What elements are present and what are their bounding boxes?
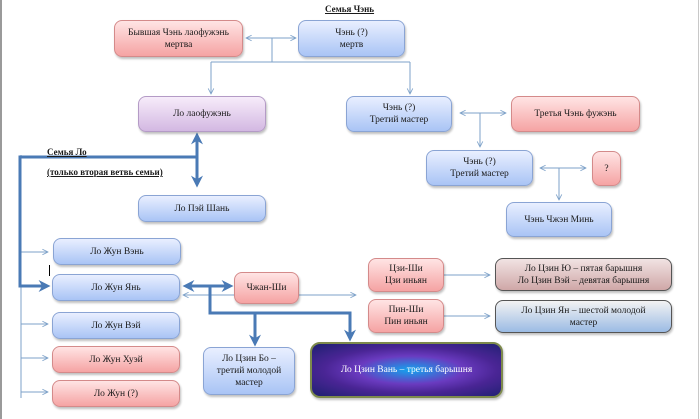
node-lo-tszin-yu-vei[interactable]: Ло Цзин Ю – пятая барышня Ло Цзин Вэй – … bbox=[495, 258, 672, 291]
node-former-chen-laofuzhen[interactable]: Бывшая Чэнь лаофужэнь мертва bbox=[114, 20, 243, 57]
text-cursor bbox=[49, 265, 50, 276]
node-text: Ло Пэй Шань bbox=[174, 203, 230, 214]
node-lo-zhun-ven[interactable]: Ло Жун Вэнь bbox=[53, 238, 181, 265]
node-text: мастер bbox=[235, 378, 263, 388]
node-text: Ло Жун Вэй bbox=[91, 320, 141, 331]
node-chen-zhen-min[interactable]: Чэнь Чжэн Минь bbox=[506, 202, 612, 237]
node-unknown[interactable]: ? bbox=[592, 151, 621, 186]
thick-line-lo-parents-to-zhun-yan bbox=[18, 155, 197, 292]
node-lo-laofuzhen[interactable]: Ло лаофужэнь bbox=[138, 96, 266, 132]
node-text: Бывшая Чэнь лаофужэнь bbox=[128, 27, 229, 38]
node-lo-tszin-van[interactable]: Ло Цзин Вань – третья барышня bbox=[310, 342, 503, 398]
node-text: мертва bbox=[164, 39, 193, 50]
node-text: Пин-Ши bbox=[388, 305, 424, 315]
node-text: Ло Жун Янь bbox=[91, 282, 141, 293]
node-text: Цзи иньян bbox=[384, 276, 428, 286]
lo-family-note: (только вторая ветвь семьи) bbox=[47, 167, 163, 177]
node-tszi-shi[interactable]: Цзи-Ши Цзи иньян bbox=[368, 258, 444, 292]
node-third-chen-fuzhen[interactable]: Третья Чэнь фужэнь bbox=[511, 96, 640, 132]
node-lo-tszin-bo[interactable]: Ло Цзин Бо – третий молодой мастер bbox=[203, 347, 295, 395]
node-text: Чжан-Ши bbox=[246, 283, 287, 293]
page-edge-left bbox=[0, 0, 2, 419]
chen-family-heading: Семья Чэнь bbox=[325, 4, 375, 14]
node-text: мастер bbox=[569, 317, 598, 328]
node-text: Пин иньян bbox=[384, 317, 428, 327]
node-text: Третья Чэнь фужэнь bbox=[534, 109, 617, 119]
node-text: Ло Цзин Ю – пятая барышня bbox=[524, 263, 643, 274]
node-text: Третий мастер bbox=[369, 115, 429, 125]
node-text: Ло Жун Хуэй bbox=[89, 354, 143, 365]
node-lo-zhun-unknown[interactable]: Ло Жун (?) bbox=[52, 380, 180, 407]
node-text: мертв bbox=[339, 39, 364, 50]
node-text: Ло Цзин Вань – третья барышня bbox=[340, 365, 473, 375]
node-lo-tszin-yan[interactable]: Ло Цзин Ян – шестой молодой мастер bbox=[495, 300, 672, 333]
node-text: Чэнь (?) bbox=[382, 103, 416, 113]
node-text: ? bbox=[604, 163, 609, 174]
node-text: Чэнь Чжэн Минь bbox=[524, 214, 594, 225]
node-text: Третий мастер bbox=[450, 169, 509, 179]
node-zhan-shi[interactable]: Чжан-Ши bbox=[234, 272, 299, 304]
node-lo-zhun-huei[interactable]: Ло Жун Хуэй bbox=[52, 346, 180, 373]
node-text: Ло Жун Вэнь bbox=[90, 246, 144, 257]
node-chen-third-master-1[interactable]: Чэнь (?) Третий мастер bbox=[346, 96, 452, 132]
node-text: Ло Цзин Ян – шестой молодой bbox=[521, 305, 646, 316]
node-text: Чэнь (?) bbox=[463, 157, 496, 167]
thick-line-to-tszin-van bbox=[208, 286, 356, 342]
node-text: Ло Цзин Вэй – девятая барышня bbox=[517, 275, 650, 286]
node-text: Ло Цзин Бо – bbox=[222, 354, 276, 364]
node-text: Цзи-Ши bbox=[389, 264, 423, 274]
node-lo-zhun-yan[interactable]: Ло Жун Янь bbox=[52, 274, 180, 301]
node-lo-zhun-vei[interactable]: Ло Жун Вэй bbox=[52, 312, 180, 339]
node-text: Чэнь (?) bbox=[335, 27, 368, 38]
node-text: Ло Жун (?) bbox=[93, 388, 139, 399]
node-lo-pei-shan[interactable]: Ло Пэй Шань bbox=[138, 195, 266, 222]
node-text: Ло лаофужэнь bbox=[173, 109, 231, 119]
page-edge-right bbox=[698, 0, 699, 419]
node-chen-dead[interactable]: Чэнь (?) мертв bbox=[298, 20, 405, 57]
lo-family-heading: Семья Ло bbox=[47, 147, 87, 157]
node-chen-third-master-2[interactable]: Чэнь (?) Третий мастер bbox=[426, 150, 533, 186]
node-pin-shi[interactable]: Пин-Ши Пин иньян bbox=[368, 299, 444, 333]
node-text: третий молодой bbox=[216, 366, 282, 376]
